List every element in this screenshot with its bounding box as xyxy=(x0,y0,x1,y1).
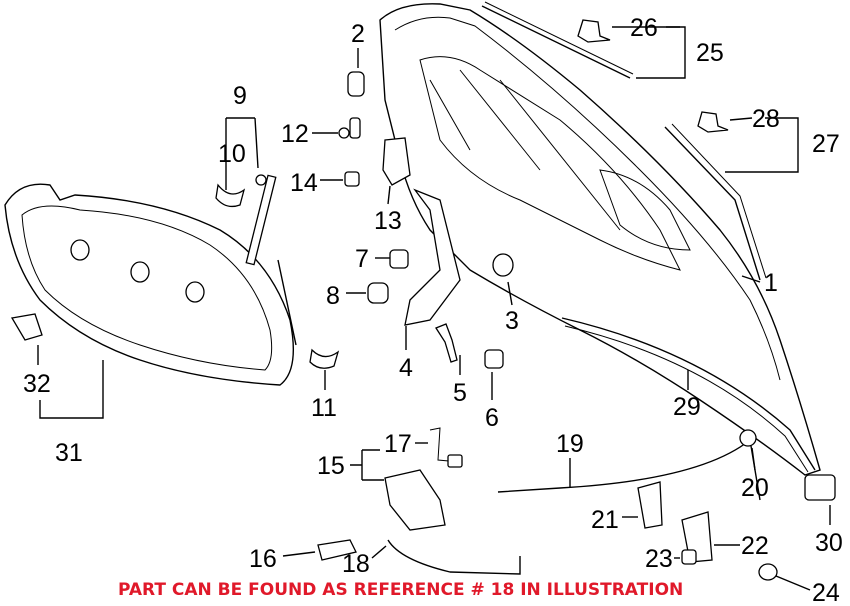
callout-17: 17 xyxy=(384,430,412,458)
hood-strut xyxy=(245,174,297,346)
hood-seal-27 xyxy=(664,126,761,281)
grommet-20 xyxy=(739,429,757,447)
reference-note: PART CAN BE FOUND AS REFERENCE # 18 IN I… xyxy=(118,580,684,600)
callout-23: 23 xyxy=(645,545,673,573)
callout-10: 10 xyxy=(218,140,246,168)
bracket-21 xyxy=(637,481,663,529)
callout-8: 8 xyxy=(326,282,340,310)
clip-26 xyxy=(577,19,611,43)
callout-1: 1 xyxy=(764,269,778,297)
callout-28: 28 xyxy=(752,105,780,133)
callout-18: 18 xyxy=(342,550,370,578)
bumper-2 xyxy=(347,71,365,97)
bracket-13 xyxy=(382,137,411,186)
nut-6 xyxy=(484,349,504,369)
callout-13: 13 xyxy=(374,207,402,235)
bolt-16 xyxy=(317,539,357,561)
callout-7: 7 xyxy=(355,245,369,273)
callout-24: 24 xyxy=(812,579,840,606)
callout-16: 16 xyxy=(249,545,277,573)
callout-30: 30 xyxy=(815,529,843,557)
bolt-23 xyxy=(681,549,697,565)
cable-19 xyxy=(497,438,761,501)
clip-10 xyxy=(215,183,246,208)
insulation-pad xyxy=(4,183,295,386)
hinge-4 xyxy=(404,188,461,326)
cable-18 xyxy=(387,539,521,575)
hood-panel xyxy=(379,3,821,476)
callout-6: 6 xyxy=(485,404,499,432)
callout-11: 11 xyxy=(311,394,337,422)
nut-7 xyxy=(389,249,409,269)
callout-15: 15 xyxy=(317,452,345,480)
bushing-8 xyxy=(367,282,389,304)
callout-27: 27 xyxy=(812,130,840,158)
callout-9: 9 xyxy=(233,82,247,110)
callout-3: 3 xyxy=(505,307,519,335)
bolt-14 xyxy=(344,171,360,187)
callout-22: 22 xyxy=(741,532,769,560)
clip-28 xyxy=(697,111,729,133)
hood-seal-25 xyxy=(481,5,631,79)
callout-4: 4 xyxy=(399,354,413,382)
callout-29: 29 xyxy=(673,393,701,421)
callout-25: 25 xyxy=(696,39,724,67)
clip-12 xyxy=(338,127,350,139)
washer-3 xyxy=(492,253,514,277)
callout-14: 14 xyxy=(290,169,318,197)
callout-19: 19 xyxy=(556,430,584,458)
callout-21: 21 xyxy=(591,506,619,534)
callout-labels: 1 2 3 4 5 6 7 8 9 10 11 12 13 14 15 16 1… xyxy=(23,14,843,606)
callout-5: 5 xyxy=(453,379,467,407)
leader-lines xyxy=(37,26,831,591)
clip-24 xyxy=(758,563,778,581)
callout-12: 12 xyxy=(281,120,309,148)
callout-2: 2 xyxy=(351,20,365,48)
bolt-5 xyxy=(435,323,458,363)
callout-26: 26 xyxy=(630,14,658,42)
bumper-30 xyxy=(804,474,836,501)
callout-32: 32 xyxy=(23,370,51,398)
bumper-32 xyxy=(10,313,43,341)
latch-15 xyxy=(384,469,446,531)
callout-20: 20 xyxy=(741,474,769,502)
callout-31: 31 xyxy=(55,439,83,467)
hood-seal-29 xyxy=(561,317,816,471)
clip-11 xyxy=(309,348,340,369)
